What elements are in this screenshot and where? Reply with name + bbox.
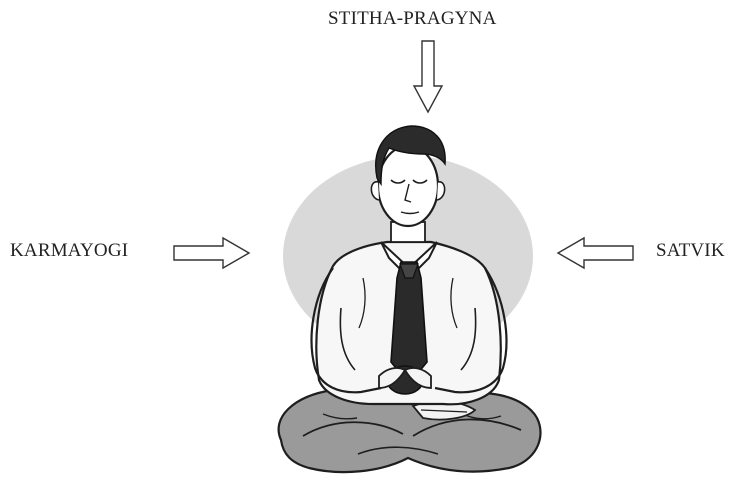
arrow-left-icon bbox=[556, 236, 634, 270]
meditating-man-icon bbox=[263, 118, 553, 483]
label-stitha-pragyna: STITHA-PRAGYNA bbox=[328, 8, 497, 30]
arrow-right-icon bbox=[173, 236, 251, 270]
label-karmayogi: KARMAYOGI bbox=[10, 240, 128, 262]
label-satvik: SATVIK bbox=[656, 240, 725, 262]
arrow-down-icon bbox=[413, 40, 443, 114]
